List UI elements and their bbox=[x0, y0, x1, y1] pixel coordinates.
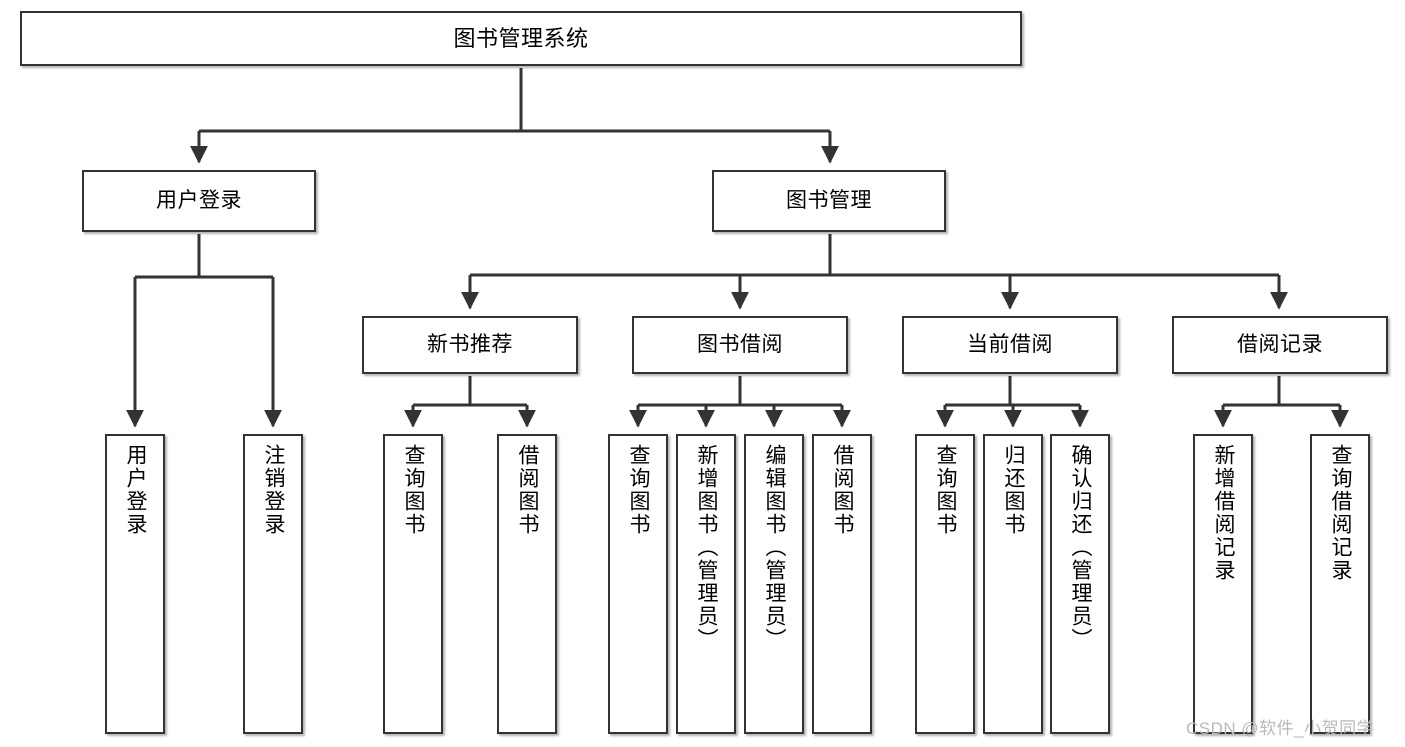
node-leaf-user-login-label: 用户登录 bbox=[124, 444, 148, 536]
node-user-login-label: 用户登录 bbox=[156, 188, 242, 212]
node-new-book-rec[interactable]: 新书推荐 bbox=[362, 316, 578, 374]
node-leaf-borrow-book-2[interactable]: 借阅图书 bbox=[812, 434, 872, 734]
node-book-borrow[interactable]: 图书借阅 bbox=[632, 316, 848, 374]
watermark: CSDN @软件_小贺同学 bbox=[1186, 719, 1375, 738]
node-root-label: 图书管理系统 bbox=[453, 25, 589, 51]
node-current-borrow-label: 当前借阅 bbox=[967, 332, 1053, 356]
node-leaf-query-book-3-label: 查询图书 bbox=[934, 444, 958, 536]
node-leaf-query-book-1[interactable]: 查询图书 bbox=[383, 434, 443, 734]
node-book-manage-label: 图书管理 bbox=[786, 188, 872, 212]
node-current-borrow[interactable]: 当前借阅 bbox=[902, 316, 1118, 374]
node-user-login[interactable]: 用户登录 bbox=[82, 170, 316, 232]
node-leaf-confirm-return[interactable]: 确认归还（管理员） bbox=[1050, 434, 1110, 734]
node-leaf-borrow-book-1-label: 借阅图书 bbox=[516, 444, 540, 536]
node-borrow-record-label: 借阅记录 bbox=[1237, 332, 1323, 356]
node-leaf-edit-book[interactable]: 编辑图书（管理员） bbox=[744, 434, 804, 734]
node-leaf-borrow-book-2-label: 借阅图书 bbox=[831, 444, 855, 536]
node-leaf-add-record-label: 新增借阅记录 bbox=[1212, 444, 1236, 582]
node-leaf-return-book-label: 归还图书 bbox=[1002, 444, 1026, 536]
node-leaf-query-book-1-label: 查询图书 bbox=[402, 444, 426, 536]
node-leaf-logout[interactable]: 注销登录 bbox=[243, 434, 303, 734]
node-book-borrow-label: 图书借阅 bbox=[697, 332, 783, 356]
node-leaf-add-record[interactable]: 新增借阅记录 bbox=[1193, 434, 1253, 734]
node-leaf-query-record[interactable]: 查询借阅记录 bbox=[1310, 434, 1370, 734]
node-leaf-query-book-2[interactable]: 查询图书 bbox=[608, 434, 668, 734]
node-leaf-return-book[interactable]: 归还图书 bbox=[983, 434, 1043, 734]
node-leaf-query-book-2-label: 查询图书 bbox=[627, 444, 651, 536]
node-leaf-query-record-label: 查询借阅记录 bbox=[1329, 444, 1353, 582]
node-leaf-user-login[interactable]: 用户登录 bbox=[105, 434, 165, 734]
node-new-book-rec-label: 新书推荐 bbox=[427, 332, 513, 356]
node-leaf-add-book[interactable]: 新增图书（管理员） bbox=[676, 434, 736, 734]
node-leaf-borrow-book-1[interactable]: 借阅图书 bbox=[497, 434, 557, 734]
node-leaf-confirm-return-label: 确认归还（管理员） bbox=[1069, 444, 1093, 651]
node-leaf-query-book-3[interactable]: 查询图书 bbox=[915, 434, 975, 734]
node-borrow-record[interactable]: 借阅记录 bbox=[1172, 316, 1388, 374]
node-leaf-edit-book-label: 编辑图书（管理员） bbox=[763, 444, 787, 651]
node-leaf-logout-label: 注销登录 bbox=[262, 444, 286, 536]
node-leaf-add-book-label: 新增图书（管理员） bbox=[695, 444, 719, 651]
node-root[interactable]: 图书管理系统 bbox=[20, 11, 1022, 66]
node-book-manage[interactable]: 图书管理 bbox=[712, 170, 946, 232]
